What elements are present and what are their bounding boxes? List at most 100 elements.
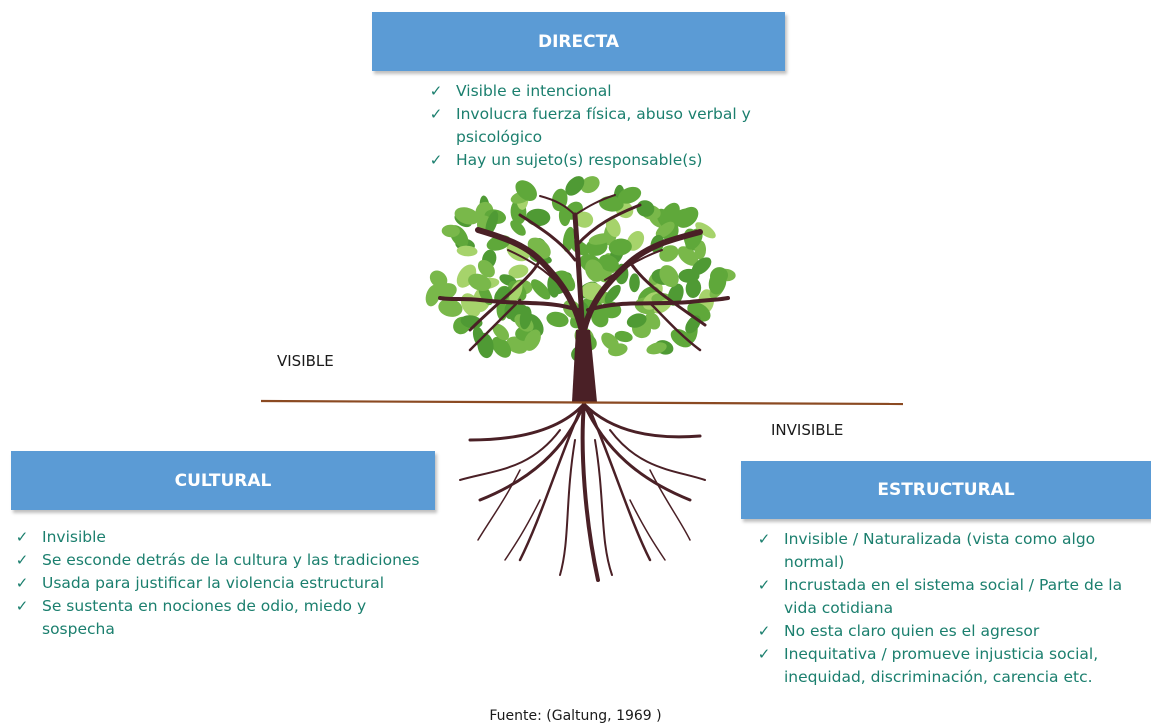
leaf [580,176,600,194]
tree-branch [586,296,730,312]
leaf [604,284,621,304]
leaf [601,332,619,351]
ground-line [260,399,904,406]
check-icon: ✓ [429,82,443,100]
leaf [525,208,551,227]
check-icon: ✓ [757,622,771,640]
directa-list: ✓Visible e intencional ✓Involucra fuerza… [426,80,776,172]
leaf [515,180,537,201]
check-icon: ✓ [757,530,771,548]
tree-root [518,408,582,562]
tree-branch [468,298,522,352]
leaf [519,306,532,330]
leaf [677,246,699,266]
cultural-list: ✓Invisible ✓Se esconde detrás de la cult… [12,526,442,641]
visible-label: VISIBLE [277,352,334,370]
leaf [508,264,529,279]
tree-branch [648,301,702,352]
leaf [438,298,463,317]
leaf [425,284,441,307]
tree-root [580,402,600,582]
tree-root [559,439,576,576]
tree-branches [438,194,730,352]
leaf [599,196,624,212]
check-icon: ✓ [429,105,443,123]
leaf [477,259,495,278]
leaf [708,270,727,295]
tree-root [459,429,561,481]
leaf [429,270,448,288]
tree-branch [438,296,580,312]
leaf [646,342,667,355]
leaf [585,259,604,282]
leaf [546,311,569,328]
leaf [565,176,585,196]
tree-branch [518,213,577,262]
tree-branch [604,249,663,281]
tree-roots [459,402,706,582]
leaf [531,279,551,300]
list-item: ✓Inequitativa / promueve injusticia soci… [754,643,1149,689]
leaf [506,336,528,354]
list-item: ✓Usada para justificar la violencia estr… [12,572,442,595]
leaf [685,278,702,298]
tree-trunk [572,330,597,402]
leaf [695,222,716,239]
leaf [523,329,541,351]
leaf [494,286,511,304]
check-icon: ✓ [15,528,29,546]
leaf [614,330,633,343]
leaf [575,211,594,228]
leaf [598,254,619,272]
directa-header: DIRECTA [372,12,785,71]
leaf [670,328,693,348]
list-item: ✓Invisible [12,526,442,549]
tree-branch [572,212,586,338]
tree-canopy [425,176,736,363]
leaf [618,186,642,204]
leaf [441,224,460,238]
list-item: ✓Incrustada en el sistema social / Parte… [754,574,1149,620]
leaf [659,265,679,288]
leaf [691,257,712,276]
leaf [468,273,492,291]
leaf [626,313,647,328]
source-caption: Fuente: (Galtung, 1969 ) [489,708,662,724]
cultural-header: CULTURAL [11,451,435,510]
invisible-label: INVISIBLE [771,421,844,439]
leaf [510,220,526,236]
tree-root [588,408,652,562]
leaf [608,238,632,256]
check-icon: ✓ [15,597,29,615]
leaf [491,336,512,358]
list-item: ✓Hay un sujeto(s) responsable(s) [426,149,776,172]
tree-branch [507,249,561,286]
directa-title: DIRECTA [537,31,620,52]
tree-root [629,499,666,561]
check-icon: ✓ [757,576,771,594]
check-icon: ✓ [429,151,443,169]
estructural-list: ✓Invisible / Naturalizada (vista como al… [754,528,1149,689]
tree-root [594,439,613,576]
tree-root [609,429,706,481]
check-icon: ✓ [757,645,771,663]
list-item: ✓Invisible / Naturalizada (vista como al… [754,528,1149,574]
check-icon: ✓ [15,551,29,569]
leaf [659,245,679,262]
estructural-header: ESTRUCTURAL [741,461,1151,519]
check-icon: ✓ [15,574,29,592]
tree-branch [575,203,642,247]
cultural-title: CULTURAL [174,470,272,491]
tree-root [582,402,702,439]
leaf [492,323,510,341]
leaf [485,210,499,236]
tree-root [649,469,691,541]
tree-branch [574,194,616,216]
list-item: ✓No esta claro quien es el agresor [754,620,1149,643]
leaf [588,233,613,245]
tree-root [504,499,541,561]
leaf [456,245,478,257]
tree-branch [539,195,576,216]
tree-branch [628,260,707,327]
